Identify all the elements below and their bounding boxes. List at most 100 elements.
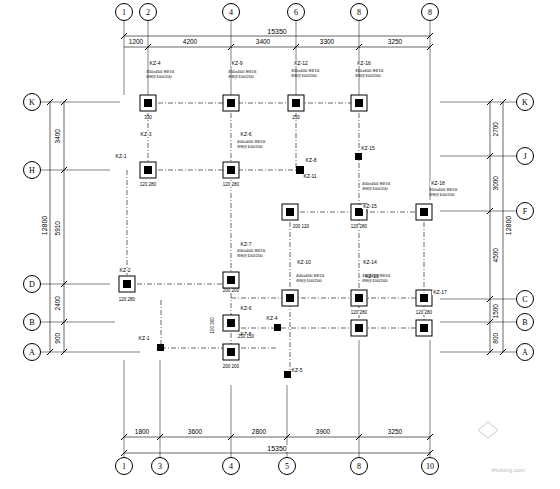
dimension: 120 280 xyxy=(222,183,240,188)
dimension: 15350 xyxy=(266,445,287,452)
axis-bubble: 4 xyxy=(222,3,240,21)
dimension: 2400 xyxy=(55,295,62,311)
dimension: 1500 xyxy=(493,303,500,319)
dimension: 12800 xyxy=(42,214,49,235)
axis-label: A xyxy=(29,348,35,357)
column-tag: KZ-6 xyxy=(240,132,253,137)
axis-bubble: 8 xyxy=(350,457,368,475)
axis-bubble: 8 xyxy=(421,3,439,21)
dimension: 100 300 xyxy=(211,316,216,334)
axis-label: C xyxy=(522,295,527,304)
column-spec: 400x400 8Φ16 Φ8@100/200 xyxy=(236,249,272,258)
dimension: 200 200 xyxy=(222,365,240,370)
column-tag: KZ-5 xyxy=(291,368,304,373)
axis-bubble: 1 xyxy=(115,3,133,21)
dimension: 5910 xyxy=(55,220,62,236)
dimension: 330 xyxy=(143,116,153,121)
column-tag: KZ-17 xyxy=(432,290,448,295)
axis-label: 10 xyxy=(426,462,434,471)
column-tag: KZ-16 xyxy=(356,61,372,66)
axis-bubble: H xyxy=(23,161,41,179)
axis-label: 4 xyxy=(229,8,233,17)
dimension: 3900 xyxy=(315,429,331,436)
axis-label: B xyxy=(522,318,527,327)
dimension: 3400 xyxy=(55,128,62,144)
dimension: 120 280 xyxy=(350,311,368,316)
axis-bubble: D xyxy=(23,275,41,293)
column-tag: KZ-9 xyxy=(231,61,244,66)
axis-bubble: A xyxy=(23,343,41,361)
dimension: 200 120 xyxy=(292,225,310,230)
column-spec: 350x400 8Φ16 Φ8@100/200 xyxy=(290,69,326,78)
axis-bubble: 5 xyxy=(278,457,296,475)
column-tag: KZ-15 xyxy=(360,146,376,151)
axis-label: 3 xyxy=(158,462,162,471)
dimension: 3300 xyxy=(319,39,335,46)
column-tag: KZ-7 xyxy=(240,242,253,247)
dimension: 1200 xyxy=(128,39,144,46)
column-spec: 350x400 8Φ16 Φ8@100/200 xyxy=(145,70,181,79)
dimension: 120 280 xyxy=(118,298,136,303)
column-spec: 400x400 8Φ16 Φ8@100/200 xyxy=(361,182,397,191)
column-tag: KZ-2 xyxy=(119,268,132,273)
axis-bubble: 6 xyxy=(287,3,305,21)
column-tag: KZ-15 xyxy=(362,204,378,209)
dimension: 3600 xyxy=(187,429,203,436)
axis-bubble: B xyxy=(516,313,534,331)
axis-label: K xyxy=(522,98,528,107)
axis-label: D xyxy=(29,280,35,289)
dimension: 3250 xyxy=(387,39,403,46)
column-spec: 350x400 8Φ16 Φ8@100/200 xyxy=(361,274,397,283)
axis-label: J xyxy=(523,152,526,161)
axis-bubble: B xyxy=(23,313,41,331)
dimension: 2700 xyxy=(493,121,500,137)
column-spec: 350x400 8Φ16 Φ8@100/200 xyxy=(354,69,390,78)
dimension: 1800 xyxy=(134,429,150,436)
axis-bubble: C xyxy=(516,290,534,308)
dimension: 120 280 xyxy=(350,225,368,230)
axis-label: 8 xyxy=(357,462,361,471)
axis-label: K xyxy=(29,98,35,107)
axis-bubble: 3 xyxy=(151,457,169,475)
watermark: zhulong.com xyxy=(490,467,526,473)
axis-label: B xyxy=(29,318,34,327)
dimension: 4200 xyxy=(182,39,198,46)
axis-label: A xyxy=(522,348,528,357)
dimension: 15350 xyxy=(266,28,287,35)
dimension: 250 xyxy=(291,116,301,121)
column-spec: 350x400 8Φ16 Φ8@100/200 xyxy=(428,188,464,197)
axis-bubble: K xyxy=(516,93,534,111)
axis-label: 5 xyxy=(285,462,289,471)
column-spec: 400x400 8Φ16 Φ8@100/200 xyxy=(295,274,331,283)
column-tag: KZ-10 xyxy=(296,260,312,265)
axis-bubble: 10 xyxy=(421,457,439,475)
axis-label: H xyxy=(29,166,35,175)
dimension: 4500 xyxy=(493,247,500,263)
axis-bubble: 1 xyxy=(115,457,133,475)
column-spec: 400x400 8Φ16 Φ8@100/200 xyxy=(236,140,272,149)
column-spec: 350x400 8Φ16 Φ8@100/200 xyxy=(227,70,263,79)
dimension: 3250 xyxy=(387,429,403,436)
axis-label: 1 xyxy=(122,462,126,471)
axis-bubble: A xyxy=(516,343,534,361)
axis-label: 2 xyxy=(146,8,150,17)
axis-bubble: 8 xyxy=(350,3,368,21)
dimension: 250 150 xyxy=(237,335,255,340)
axis-bubble: 2 xyxy=(139,3,157,21)
axis-bubble: K xyxy=(23,93,41,111)
axis-bubble: J xyxy=(516,147,534,165)
column-tag: KZ-1 xyxy=(138,336,151,341)
column-tag: KZ-3 xyxy=(140,132,153,137)
column-tag: KZ-4 xyxy=(149,61,162,66)
column-tag: KZ-4 xyxy=(266,316,279,321)
column-tag: KZ-12 xyxy=(293,61,309,66)
axis-label: 8 xyxy=(357,8,361,17)
dimension: 120 280 xyxy=(139,183,157,188)
dimension: 800 xyxy=(493,332,500,345)
column-tag: KZ-11 xyxy=(302,174,317,179)
dimension: 200 200 xyxy=(222,289,240,294)
axis-label: F xyxy=(523,207,527,216)
axis-label: 8 xyxy=(428,8,432,17)
